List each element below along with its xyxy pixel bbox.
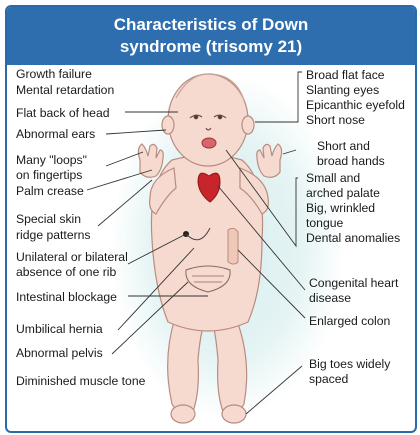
mouth-tongue [202,138,216,148]
left-leg [168,318,205,415]
leader-toes [246,366,302,414]
right-hand [257,144,282,177]
left-hand [138,144,163,177]
label-tongue-line-2: tongue [306,216,343,231]
label-short-nose: Short nose [306,113,365,128]
colon-organ [228,228,238,264]
label-loops-line-2: on fingertips [16,168,82,183]
label-umbilical-hernia: Umbilical hernia [16,322,103,337]
label-palm-crease: Palm crease [16,184,84,199]
label-flat-back-of-head: Flat back of head [16,106,110,121]
label-broad-flat-face: Broad flat face [306,68,385,83]
label-big-toes-line-2: spaced [309,372,348,387]
label-mental-retardation: Mental retardation [16,83,114,98]
label-abnormal-pelvis: Abnormal pelvis [16,346,103,361]
label-intestinal-blockage: Intestinal blockage [16,290,117,305]
label-big-toes-line-1: Big toes widely [309,357,390,372]
label-hands-line-1: Short and [317,139,370,154]
right-leg [212,318,247,415]
leader-ears [106,130,166,134]
label-rib-line-2: absence of one rib [16,265,116,280]
left-pupil [194,115,198,119]
label-tongue-line-1: Big, wrinkled [306,201,375,216]
label-heart-line-1: Congenital heart [309,276,398,291]
label-enlarged-colon: Enlarged colon [309,314,390,329]
label-skin-ridge-line-1: Special skin [16,212,81,227]
label-slanting-eyes: Slanting eyes [306,83,379,98]
label-epicanthic-eyefold: Epicanthic eyefold [306,98,405,113]
label-growth-failure: Growth failure [16,67,92,82]
label-heart-line-2: disease [309,291,351,306]
right-foot [222,405,246,423]
head [168,74,248,166]
label-palate-line-2: arched palate [306,186,380,201]
leader-face [255,72,302,122]
label-skin-ridge-line-2: ridge patterns [16,228,91,243]
left-ear [162,116,174,134]
leader-ridge [98,180,152,226]
label-rib-line-1: Unilateral or bilateral [16,250,128,265]
left-foot [171,405,195,423]
label-palate-line-1: Small and [306,171,360,186]
label-hands-line-2: broad hands [317,154,385,169]
label-loops-line-1: Many "loops" [16,153,87,168]
leader-hands [283,150,296,154]
right-ear [242,116,254,134]
label-dental-anomalies: Dental anomalies [306,231,400,246]
label-diminished-muscle-tone: Diminished muscle tone [16,374,145,389]
leader-palm [87,170,152,190]
label-abnormal-ears: Abnormal ears [16,127,95,142]
right-pupil [218,115,222,119]
leader-loops [106,152,143,166]
